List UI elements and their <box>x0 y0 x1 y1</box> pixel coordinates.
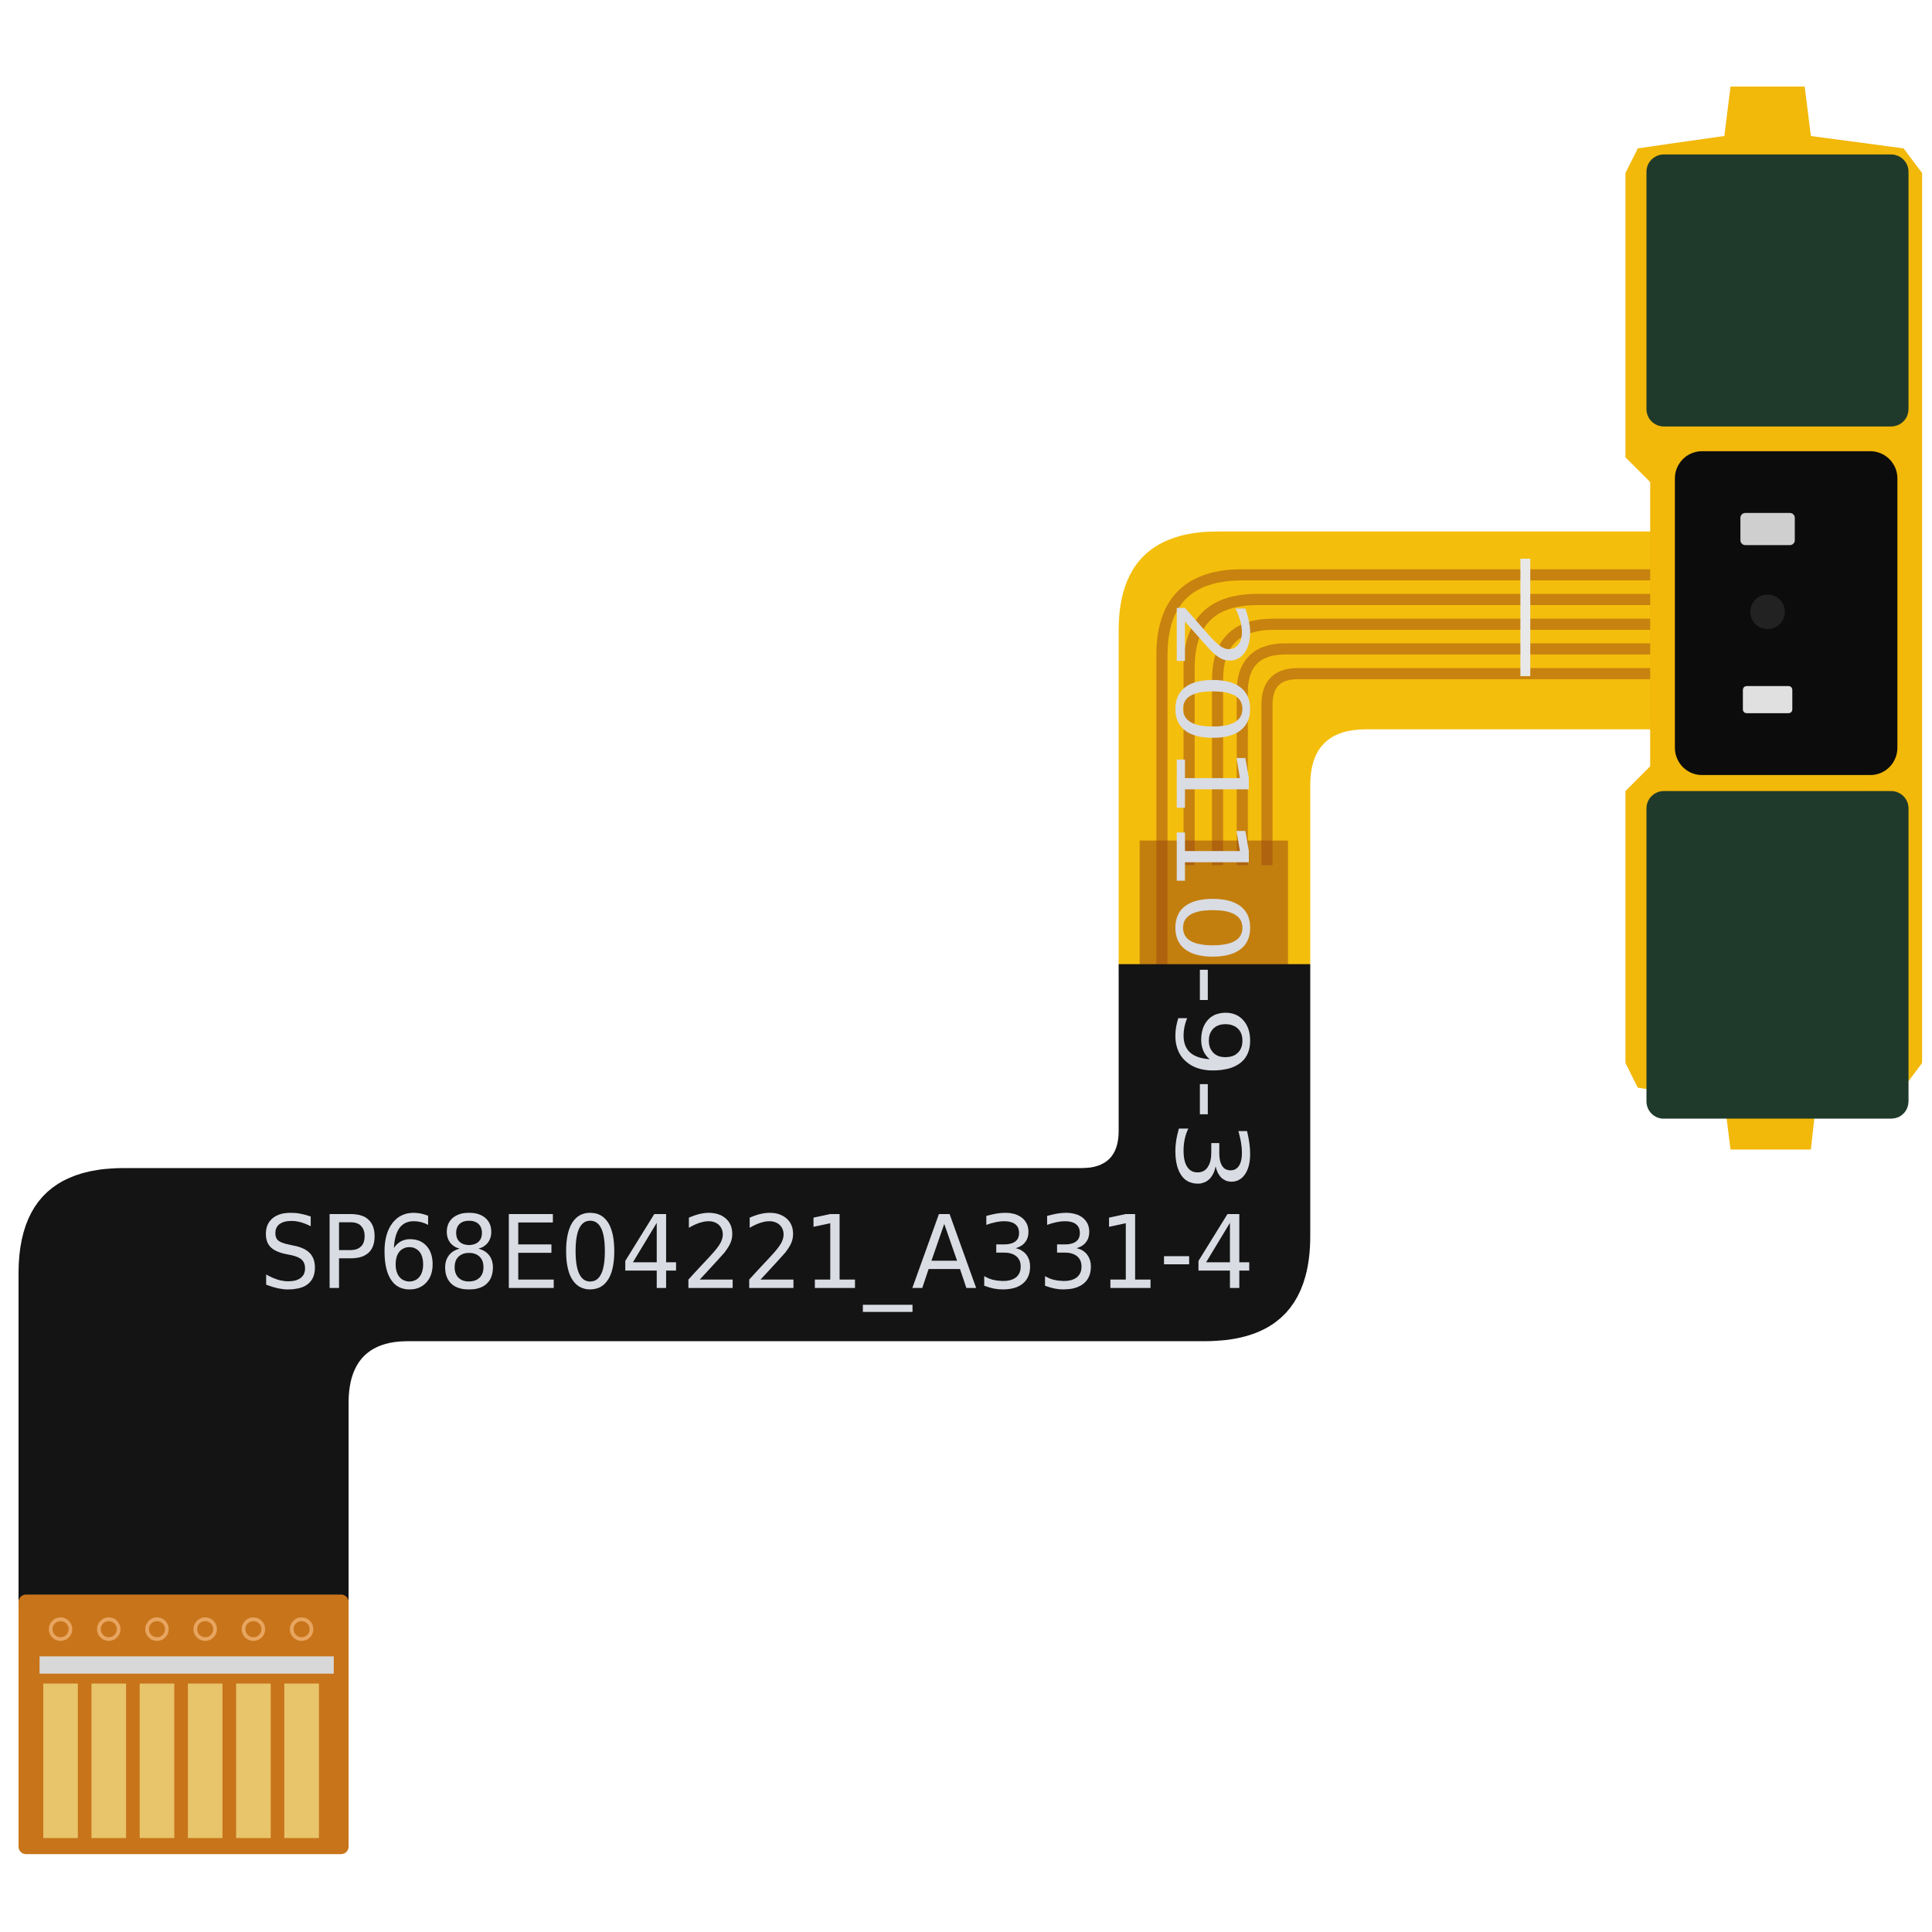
sensor-component <box>1740 512 1795 546</box>
via-hole <box>145 1617 169 1641</box>
sensor-chip <box>1675 451 1898 775</box>
via-hole <box>49 1617 73 1641</box>
contact-finger <box>43 1683 78 1838</box>
via-hole <box>290 1617 314 1641</box>
contact-finger <box>188 1683 223 1838</box>
stiffener-band <box>1139 840 1288 964</box>
top-button-pad <box>1646 154 1909 427</box>
sensor-contact <box>1743 685 1793 713</box>
part-label: SP68E04221_A331-4 <box>260 1194 1255 1312</box>
via-hole <box>97 1617 121 1641</box>
contact-finger <box>139 1683 175 1838</box>
via-hole <box>241 1617 266 1641</box>
contact-finger <box>236 1683 271 1838</box>
contact-fingers <box>43 1617 319 1838</box>
bottom-button-pad <box>1646 791 1909 1119</box>
contact-finger <box>284 1683 319 1838</box>
contact-finger <box>91 1683 127 1838</box>
date-code: 20110-9-3 <box>1153 600 1268 1193</box>
contact-bus <box>39 1656 334 1674</box>
black-cable-section <box>18 964 1311 1601</box>
sensor-lens <box>1750 594 1785 630</box>
flex-traces <box>1156 569 1669 964</box>
marker-line <box>1520 558 1531 676</box>
via-hole <box>193 1617 217 1641</box>
